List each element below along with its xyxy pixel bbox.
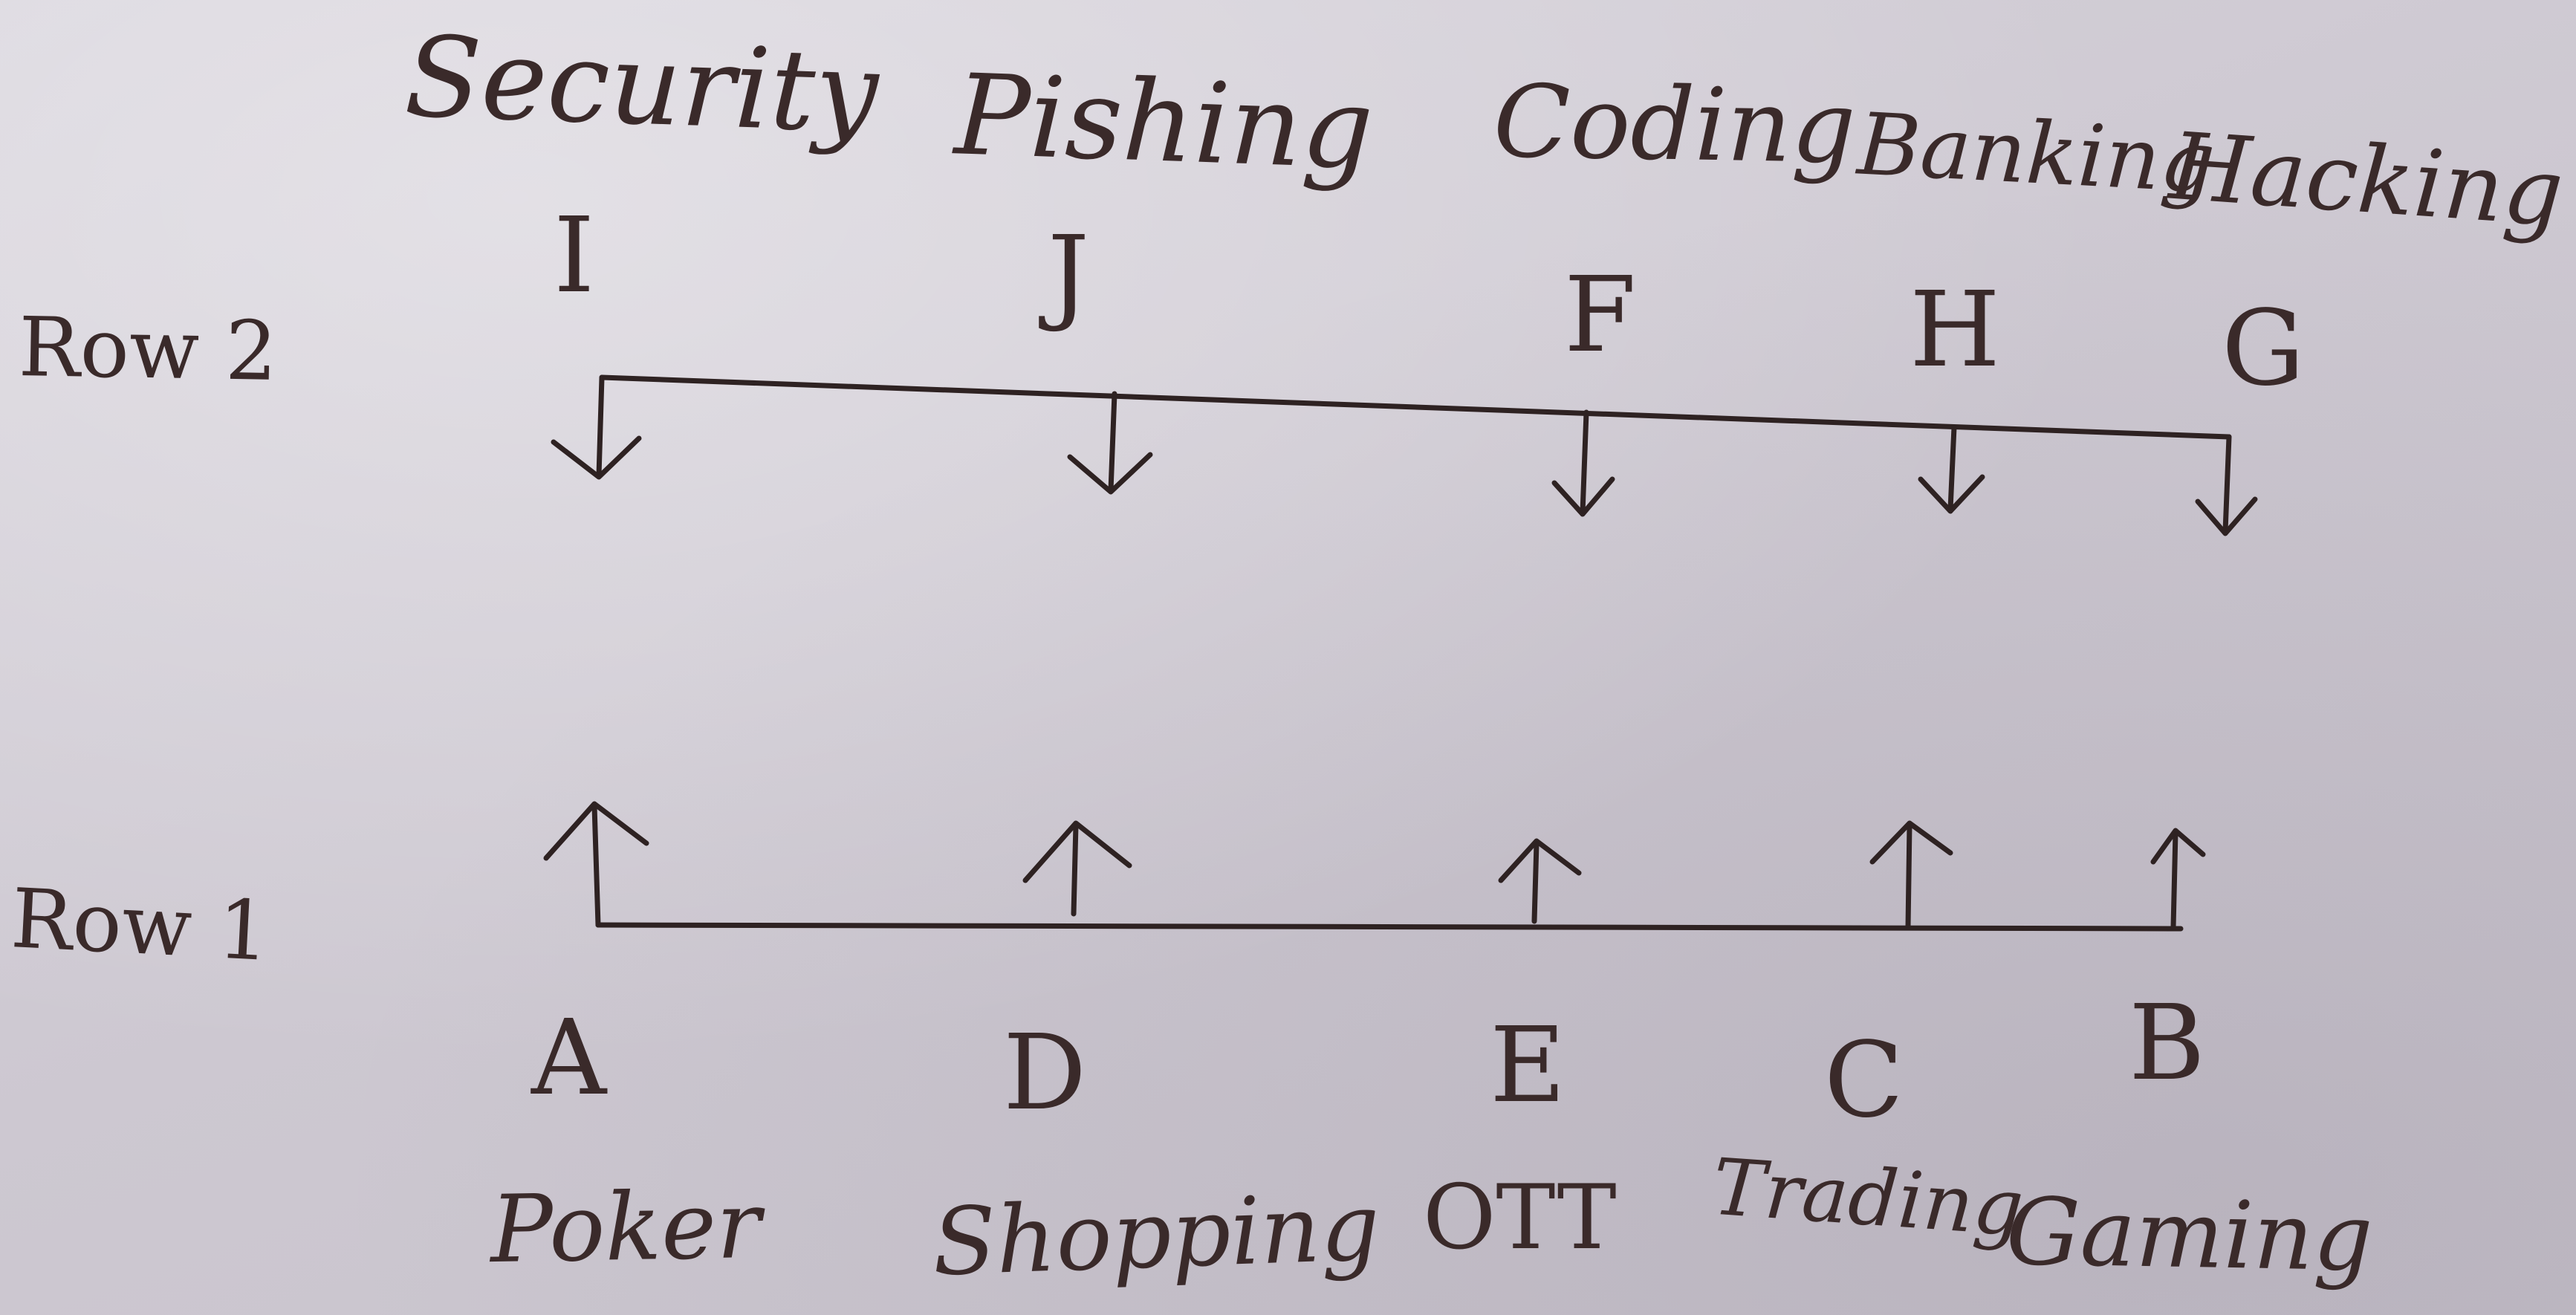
row1-topic-ott: OTT [1423,1166,1617,1270]
row1-topic-poker: Poker [489,1171,762,1285]
row1-letter-d: D [1003,1013,1087,1134]
row2-topic-pishing: Pishing [953,51,1375,195]
row2-arrow-h [1918,424,1985,514]
row2-letter-j: J [1048,214,1090,335]
row2-topic-coding: Coding [1492,62,1857,186]
row1-letter-b: B [2129,983,2205,1104]
row2-letter-i: I [554,195,595,316]
row1-arrow-e [1498,838,1582,924]
row2-letter-h: H [1910,270,2001,391]
row2-arrow-j [1067,391,1153,495]
row2-topic-security: Security [403,12,880,159]
row1-line [595,922,2184,932]
row2-letter-f: F [1564,255,1637,376]
row2-topic-hacking: Hacking [2166,112,2567,248]
row2-arrow-i [551,374,642,480]
row1-topic-trading: Trading [1710,1141,2027,1254]
row1-topic-shopping: Shopping [930,1173,1382,1297]
row2-label: Row 2 [17,299,279,400]
row1-letter-e: E [1490,1005,1566,1126]
row1-letter-a: A [531,998,607,1119]
row1-arrow-a [543,801,649,928]
row1-arrow-c [1869,820,1953,930]
row2-topic-banking: Banking [1855,94,2218,213]
row1-topic-gaming: Gaming [2005,1178,2374,1293]
row1-label: Row 1 [8,870,273,980]
row1-arrow-d [1022,820,1132,917]
row2-arrow-g [2195,434,2258,536]
row2-letter-g: G [2222,288,2305,409]
row1-arrow-b [2150,828,2206,930]
row2-line [599,374,2232,440]
row1-letter-c: C [1824,1020,1904,1141]
row2-arrow-f [1551,409,1615,517]
